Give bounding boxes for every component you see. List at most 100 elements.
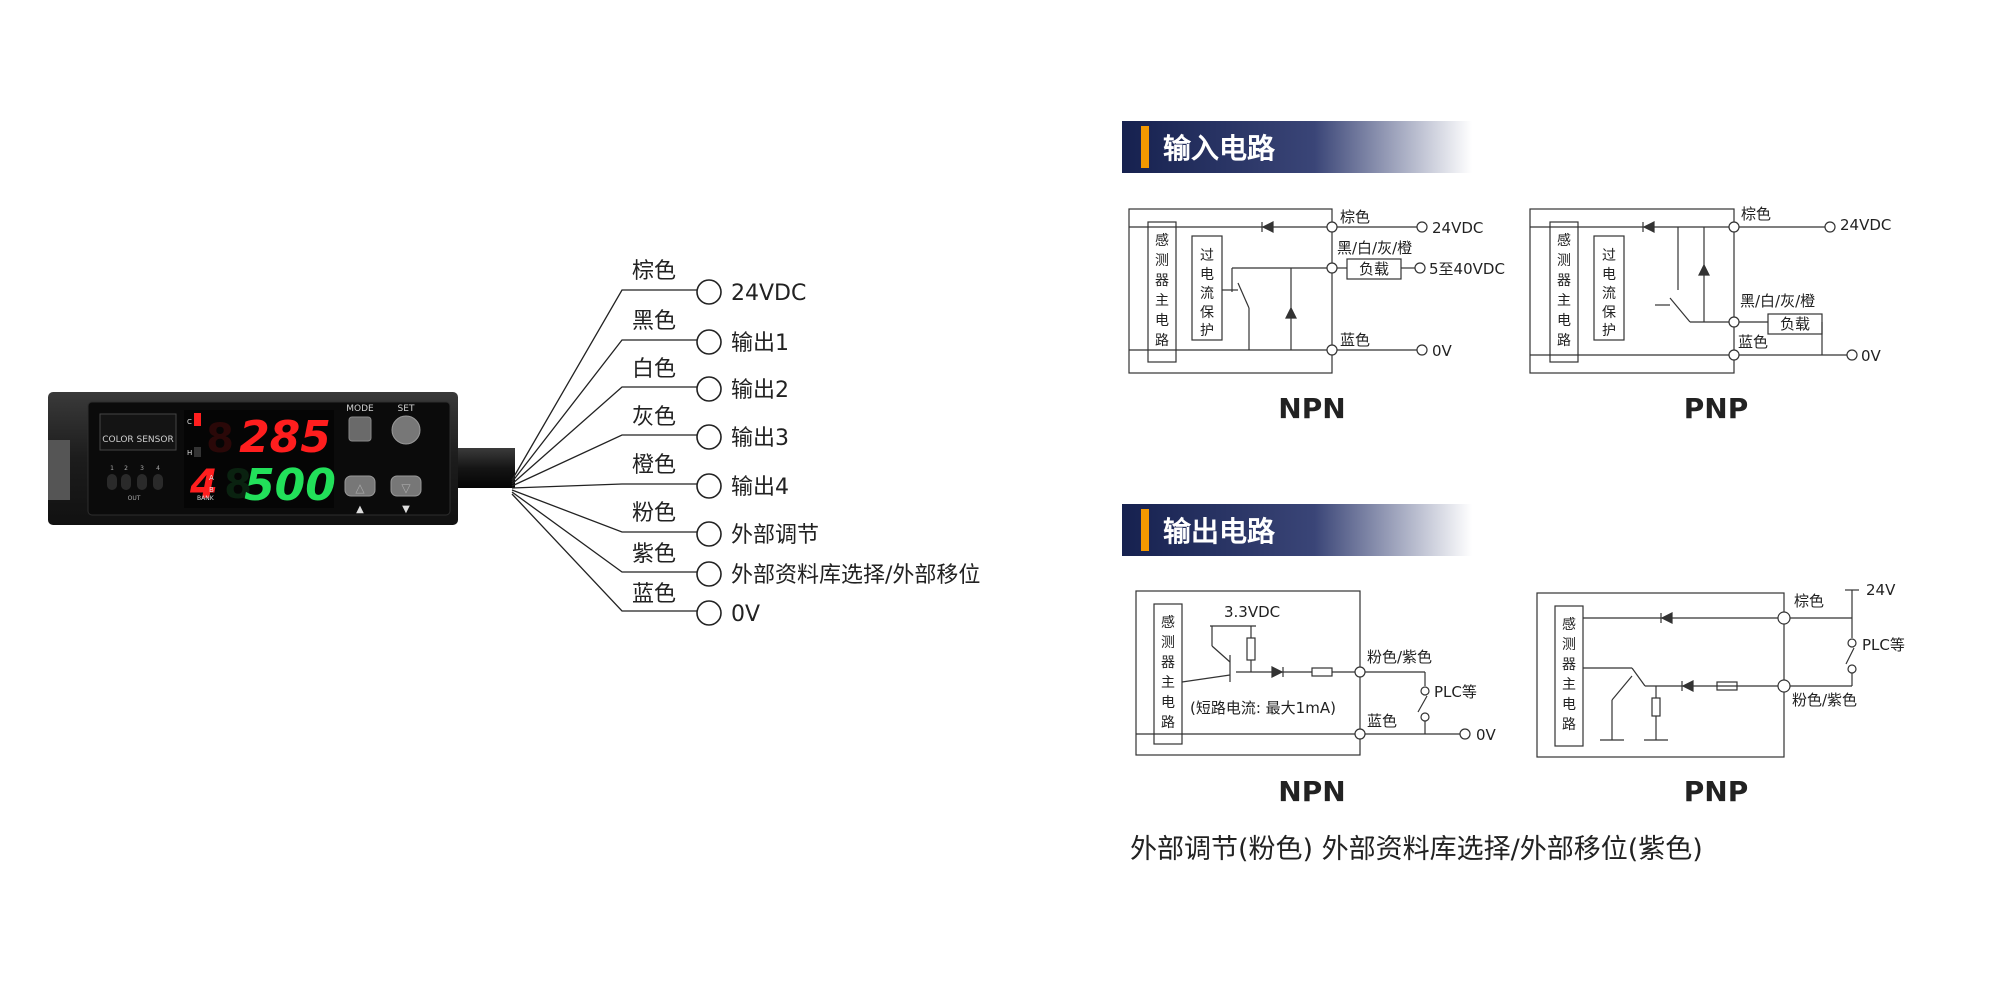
wire-color-brown: 棕色 [632, 259, 676, 284]
terminal-24vdc [696, 279, 722, 305]
output-section-title: 输出电路 [1163, 515, 1276, 548]
terminal-0v [696, 600, 722, 626]
output-npn-main-4: 电 [1161, 695, 1175, 711]
input-npn-main-5: 路 [1155, 333, 1169, 349]
input-pnp-main-1: 测 [1557, 253, 1571, 269]
set-button[interactable] [391, 415, 421, 445]
terminal-output4 [696, 473, 722, 499]
input-pnp-main-5: 路 [1557, 333, 1571, 349]
wire-line-orange [511, 483, 700, 489]
wire-function-output2: 输出2 [731, 378, 789, 403]
input-npn-circuit [1128, 208, 1428, 374]
input-npn-node-0v [1416, 344, 1428, 356]
out-number-3: 3 [140, 465, 144, 472]
sensor-label: COLOR SENSOR [102, 435, 173, 445]
output-npn-voltage: 3.3VDC [1224, 603, 1280, 621]
out-led-3 [137, 474, 147, 490]
wire-function-output3: 输出3 [731, 426, 789, 451]
input-pnp-main-2: 器 [1557, 273, 1571, 289]
input-pnp-brown-label: 棕色 [1741, 205, 1771, 223]
output-pnp-switch [1845, 647, 1855, 665]
input-npn-load-label: 负载 [1359, 260, 1389, 278]
input-pnp-protect-box [1593, 235, 1625, 341]
input-header-bar [1122, 121, 1472, 173]
input-npn-main-1: 测 [1155, 253, 1169, 269]
display-bottom-ghost: 8 [224, 462, 252, 508]
output-section-header: 输出电路 [1122, 504, 1472, 556]
input-pnp-protect-2: 流 [1602, 286, 1616, 302]
input-pnp-diode-top [1642, 221, 1655, 233]
input-npn-transistor-emitter [1237, 282, 1250, 309]
input-pnp-output-wires: 黑/白/灰/橙 [1740, 292, 1815, 310]
input-npn-main-4: 电 [1155, 313, 1169, 329]
input-npn-main-3: 主 [1155, 293, 1169, 309]
wire-color-gray: 灰色 [632, 405, 676, 430]
wire-function-output1: 输出1 [731, 331, 789, 356]
input-pnp-transistor-emitter [1669, 297, 1691, 323]
input-npn-protect-3: 保 [1200, 305, 1214, 321]
output-npn-main-box [1153, 603, 1183, 745]
input-npn-output-wires: 黑/白/灰/橙 [1337, 239, 1412, 257]
input-pnp-caption: PNP [1684, 392, 1748, 425]
h-indicator-label: H [187, 449, 192, 457]
output-pnp-pulldown-res [1651, 697, 1661, 717]
input-section-title: 输入电路 [1163, 132, 1276, 165]
input-npn-node-5-40vdc [1414, 262, 1426, 274]
input-npn-node-24vdc [1416, 221, 1428, 233]
terminal-output2 [696, 376, 722, 402]
output-npn-zero: 0V [1476, 726, 1497, 744]
input-npn-zero-label: 0V [1432, 342, 1453, 360]
display-bank-value: 4 [189, 462, 218, 508]
input-pnp-blue-label: 蓝色 [1738, 333, 1768, 351]
wire-line-black [511, 339, 700, 483]
wire-line-brown [511, 289, 700, 481]
input-npn-protect-2: 流 [1200, 286, 1214, 302]
input-pnp-node-blue [1728, 349, 1740, 361]
wire-color-orange: 橙色 [632, 453, 676, 478]
c-indicator-label: C [187, 418, 192, 426]
wire-color-pink: 粉色 [632, 501, 676, 526]
output-header-accent [1141, 509, 1149, 551]
output-pnp-circuit [1536, 589, 1859, 758]
terminal-bank-select [696, 561, 722, 587]
out-led-2 [121, 474, 131, 490]
output-pnp-transistor [1631, 667, 1646, 687]
wire-color-labels: 棕色 黑色 白色 灰色 橙色 粉色 紫色 蓝色 [632, 259, 676, 607]
input-npn-main-0: 感 [1155, 232, 1169, 249]
wire-line-white [511, 386, 700, 485]
mode-button[interactable] [348, 416, 372, 442]
up-button[interactable] [344, 475, 376, 497]
output-npn-main-3: 主 [1161, 675, 1175, 691]
output-npn-transistor [1211, 645, 1231, 663]
input-pnp-protect-0: 过 [1602, 248, 1616, 264]
output-pnp-frame [1536, 592, 1785, 758]
display-top-value: 285 [239, 412, 331, 463]
input-pnp-main-0: 感 [1557, 232, 1571, 249]
output-npn-circuit [1135, 590, 1471, 756]
input-pnp-main-3: 主 [1557, 293, 1571, 309]
input-pnp-protect-3: 保 [1602, 305, 1616, 321]
output-pnp-switch-node-bottom [1847, 664, 1857, 674]
output-npn-switch-node-bottom [1420, 712, 1430, 722]
input-pnp-main-4: 电 [1557, 313, 1571, 329]
input-npn-protect-4: 护 [1200, 323, 1214, 339]
input-npn-main-2: 器 [1155, 273, 1169, 289]
output-npn-main-0: 感 [1161, 614, 1175, 631]
wire-color-blue: 蓝色 [632, 582, 676, 607]
output-pnp-switch-node-top [1847, 638, 1857, 648]
input-pnp-zero-label: 0V [1861, 347, 1882, 365]
output-npn-diode [1271, 666, 1284, 678]
input-npn-supply-label: 24VDC [1432, 219, 1483, 237]
input-pnp-node-brown [1728, 221, 1740, 233]
output-npn-blue: 蓝色 [1367, 712, 1397, 730]
output-pnp-diode-top [1660, 612, 1673, 624]
output-npn-emitter [1181, 674, 1231, 683]
output-pnp-main-1: 测 [1562, 637, 1576, 653]
down-button[interactable] [390, 475, 422, 497]
wire-function-bank-select: 外部资料库选择/外部移位 [731, 563, 980, 588]
input-npn-node-brown [1326, 221, 1338, 233]
out-led-1 [107, 474, 117, 490]
a-indicator-label: A [209, 474, 214, 482]
output-pnp-node-out [1777, 679, 1791, 693]
wire-function-0v: 0V [731, 602, 760, 627]
